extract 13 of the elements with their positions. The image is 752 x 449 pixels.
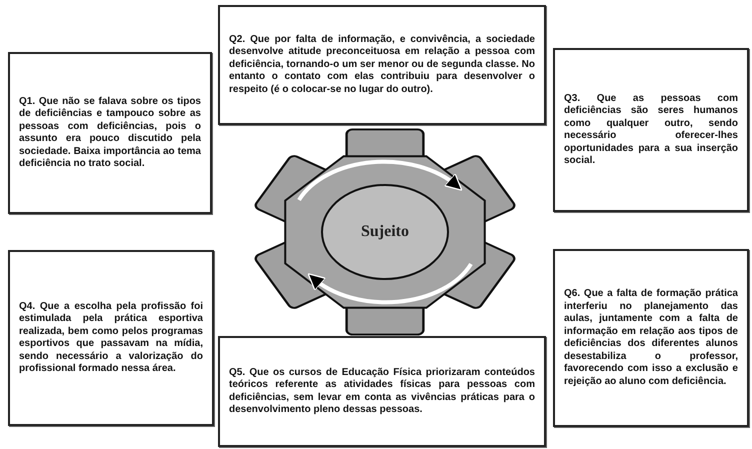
- text-box: [553, 249, 749, 427]
- subject-label: Sujeito: [361, 222, 409, 242]
- answer-text: Q1. Que não se falava sobre os tipos de deficiências e tampouco sobre as pessoas com deficiências, pois o assunto era pouco discutido pela sociedade. Baixa importância ao tema deficiência no trato social.: [19, 96, 201, 170]
- text-box: [8, 250, 214, 426]
- text-box: [8, 52, 212, 214]
- answer-text: Q3. Que as pessoas com deficiências são seres humanos como qualquer outro, sendo necessário oferecer-lhes oportunidades para a sua inserção social.: [564, 92, 738, 168]
- answer-text: Q5. Que os cursos de Educação Física priorizaram conteúdos teóricos referente as atividades físicas para pessoas com deficiências, sem levar em conta as vivências práticas para o desenvolvimento pleno dessas pessoas.: [229, 366, 535, 416]
- answer-text: Q4. Que a escolha pela profissão foi estimulada pela prática esportiva realizada, bem como pelos programas esportivos que passavam na mídia, sendo necessário a valorização do profissional formado nessa área.: [19, 300, 203, 376]
- text-box: [218, 5, 546, 125]
- answer-text: Q6. Que a falta de formação prática interferiu no planejamento das aulas, juntamente com a falta de informação em relação aos tipos de deficiências dos diferentes alunos desestabiliza o professor, favorecendo com isso a exclusão e rejeição ao aluno com deficiência.: [564, 288, 738, 388]
- text-box: [553, 48, 749, 212]
- text-box: [218, 336, 546, 447]
- answer-text: Q2. Que por falta de informação, e convivência, a sociedade desenvolve atitude preconceituosa em relação a pessoa com deficiência, tornando-o um ser menor ou de segunda classe. No entanto o contato com elas contribuiu para desenvolver o respeito (é o colocar-se no lugar do outro).: [229, 34, 535, 96]
